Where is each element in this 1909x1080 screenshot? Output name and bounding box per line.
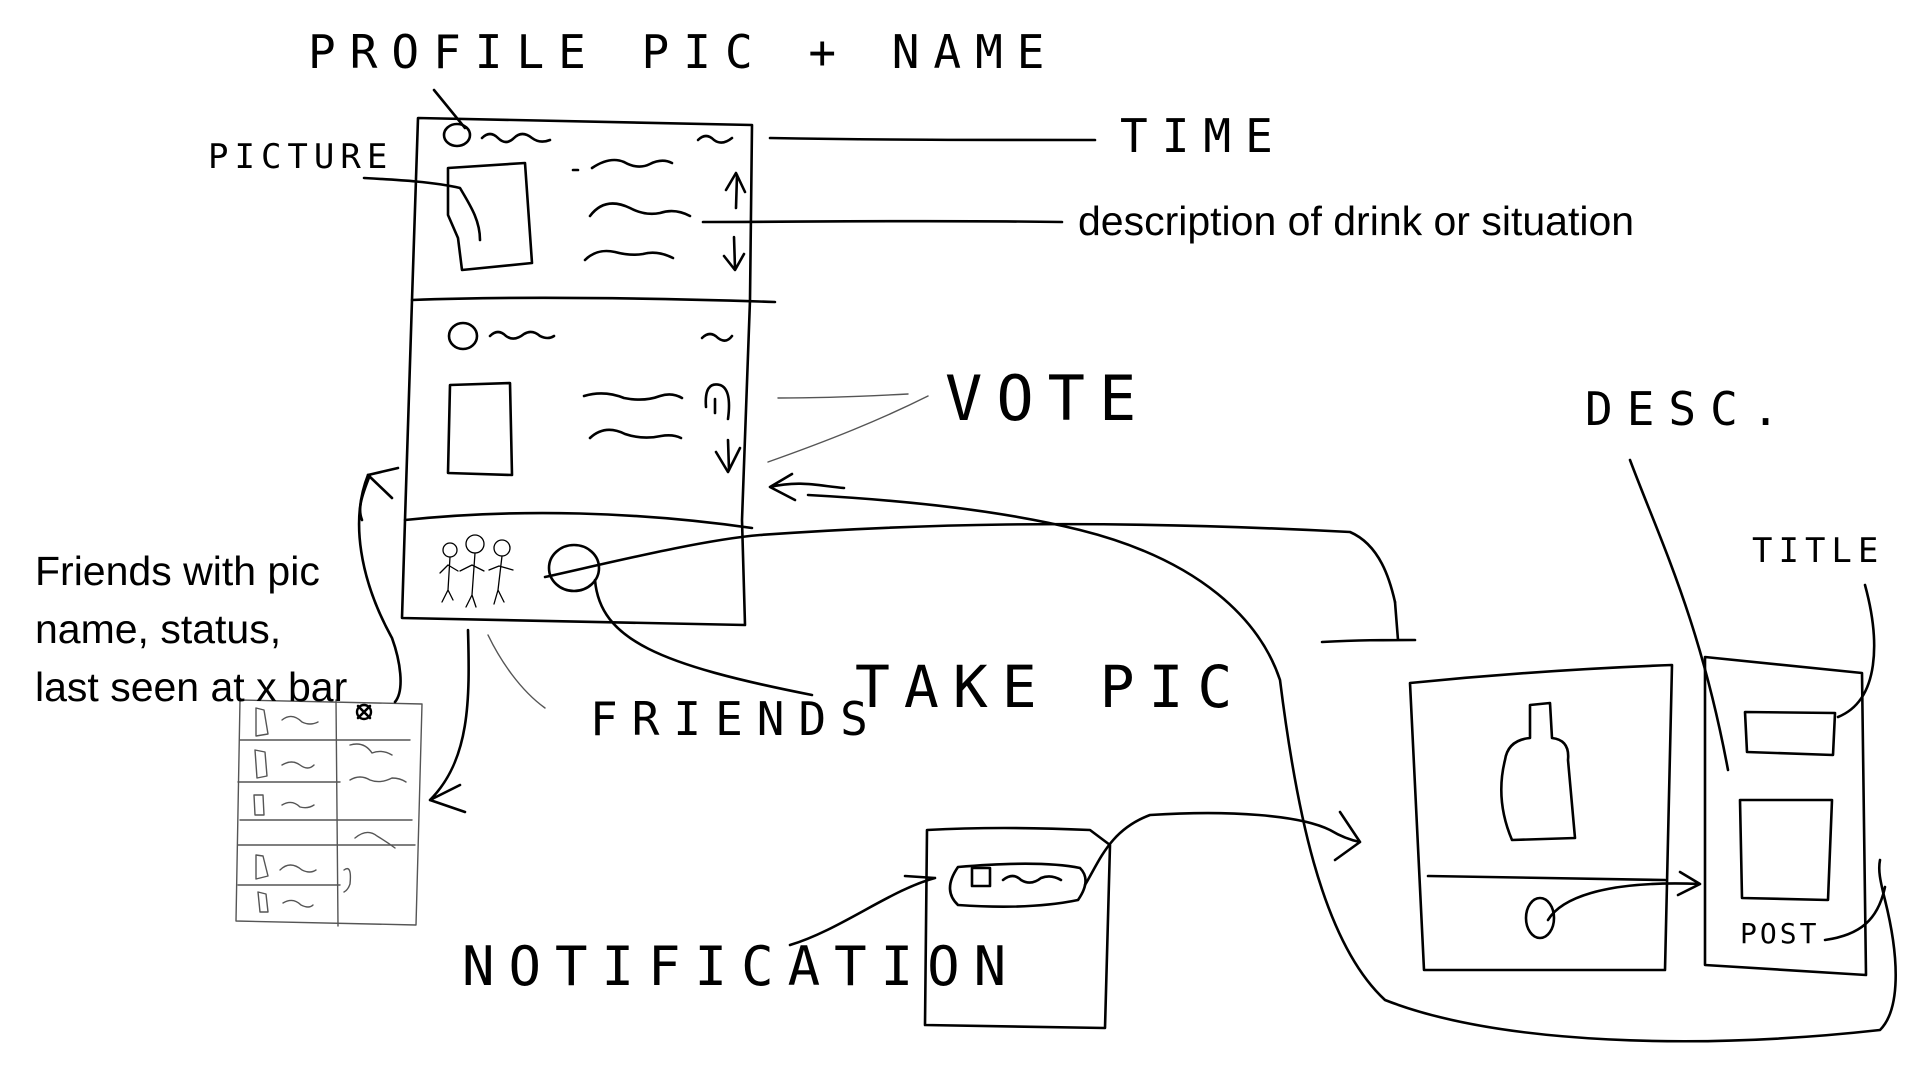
post-picture xyxy=(446,381,514,477)
friend-row[interactable] xyxy=(255,854,317,880)
desc-line xyxy=(571,158,674,172)
label-take-pic: TAKE PIC xyxy=(855,653,1246,721)
connectors xyxy=(357,88,1897,1043)
friend-row[interactable] xyxy=(257,891,314,913)
friends-button[interactable] xyxy=(439,534,514,608)
label-post: POST xyxy=(1740,917,1819,950)
bottom-bar xyxy=(439,534,601,608)
feed-screen xyxy=(400,116,777,627)
online-status-icon xyxy=(355,703,373,721)
label-description: description of drink or situation xyxy=(1078,198,1634,244)
friend-row[interactable] xyxy=(253,794,315,816)
notification-screen xyxy=(923,826,1112,1030)
label-notification: NOTIFICATION xyxy=(462,935,1020,998)
label-title: TITLE xyxy=(1752,531,1884,571)
label-friends: FRIENDS xyxy=(590,692,882,746)
friend-row[interactable] xyxy=(255,707,319,737)
label-time: TIME xyxy=(1120,109,1287,163)
upvote-arrow-icon[interactable] xyxy=(704,383,731,421)
name-squiggle xyxy=(480,132,552,144)
label-desc: DESC. xyxy=(1585,382,1793,436)
camera-button[interactable] xyxy=(547,543,601,593)
desc-line xyxy=(588,428,683,440)
feed-post-1[interactable] xyxy=(442,122,747,272)
feed-post-2[interactable] xyxy=(446,321,742,477)
friend-row[interactable] xyxy=(254,749,315,779)
post-screen xyxy=(1703,655,1868,977)
title-input[interactable] xyxy=(1743,710,1837,757)
upvote-arrow-icon[interactable] xyxy=(724,171,747,210)
friends-list-screen xyxy=(235,699,423,927)
bottle-preview xyxy=(1500,701,1577,842)
desc-line xyxy=(588,202,692,218)
downvote-arrow-icon[interactable] xyxy=(714,438,742,474)
profile-pic-icon xyxy=(442,122,472,148)
label-friends-note-2: name, status, xyxy=(35,606,281,652)
profile-pic-icon xyxy=(447,321,479,351)
desc-input[interactable] xyxy=(1738,798,1834,902)
notification-icon xyxy=(970,866,992,888)
friends-icon xyxy=(439,534,514,608)
label-friends-note-1: Friends with pic xyxy=(35,548,320,594)
label-picture: PICTURE xyxy=(208,137,393,177)
label-profile-pic-name: PROFILE PIC + NAME xyxy=(308,25,1059,79)
shutter-button[interactable] xyxy=(1524,896,1556,940)
time-squiggle xyxy=(696,134,734,144)
notification-banner[interactable] xyxy=(948,862,1087,908)
name-squiggle xyxy=(488,330,556,340)
desc-line xyxy=(582,392,684,401)
desc-line xyxy=(583,249,675,262)
time-squiggle xyxy=(700,332,734,342)
downvote-arrow-icon[interactable] xyxy=(722,235,746,272)
label-friends-note-3: last seen at x bar xyxy=(35,664,347,710)
camera-screen xyxy=(1408,663,1674,972)
post-picture xyxy=(446,161,534,272)
label-vote: VOTE xyxy=(945,362,1150,435)
